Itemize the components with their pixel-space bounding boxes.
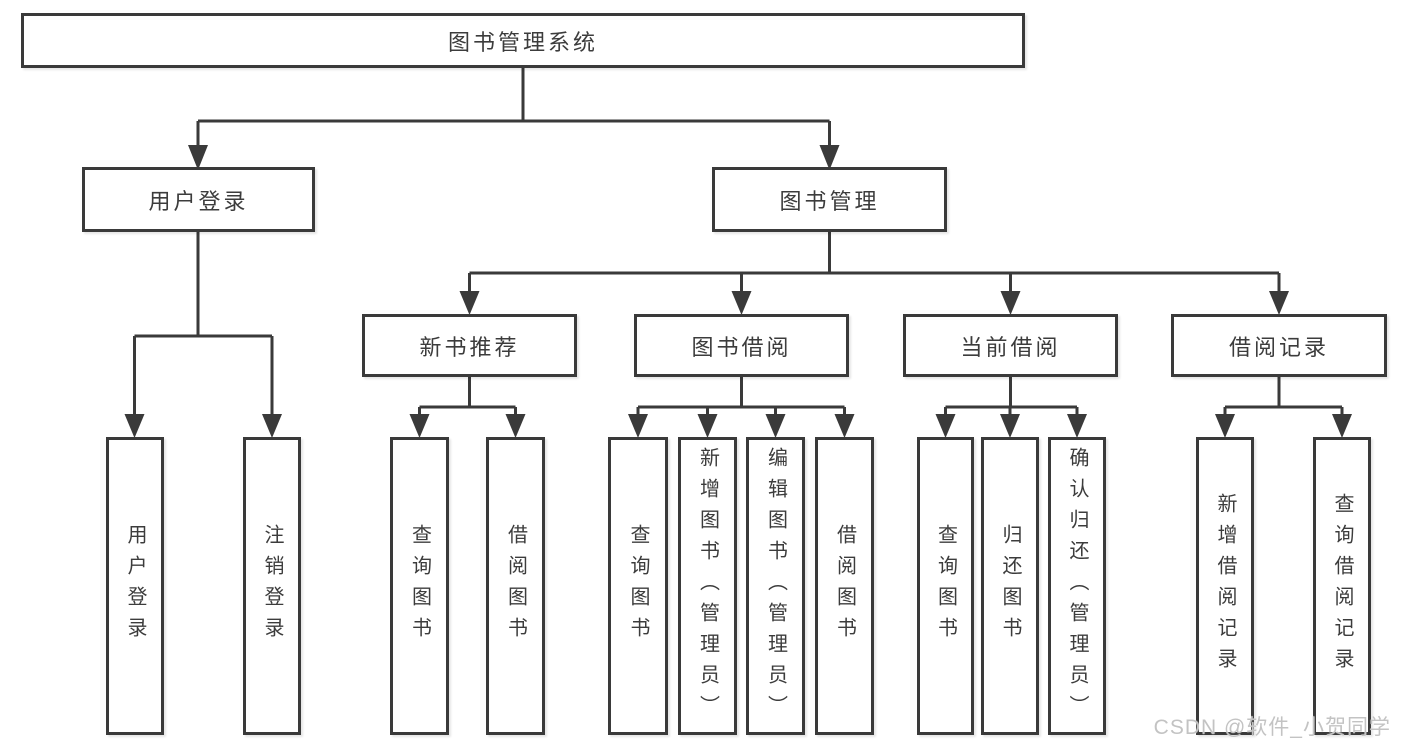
leaf-query-books-borrowing: 查询图书: [608, 437, 668, 735]
node-book-management-system: 图书管理系统: [21, 13, 1025, 68]
csdn-watermark: CSDN @软件_小贺同学: [1153, 716, 1391, 739]
leaf-query-books-current: 查询图书: [917, 437, 974, 735]
leaf-logout: 注销登录: [243, 437, 301, 735]
leaf-return-book: 归还图书: [981, 437, 1039, 735]
leaf-borrow-books-recommend: 借阅图书: [486, 437, 545, 735]
leaf-add-borrow-record: 新增借阅记录: [1196, 437, 1254, 735]
node-book-borrowing: 图书借阅: [634, 314, 849, 377]
leaf-confirm-return-admin: 确认归还（管理员）: [1048, 437, 1106, 735]
node-current-borrowing: 当前借阅: [903, 314, 1118, 377]
node-new-book-recommend: 新书推荐: [362, 314, 577, 377]
leaf-edit-book-admin: 编辑图书（管理员）: [746, 437, 805, 735]
node-book-management: 图书管理: [712, 167, 947, 232]
leaf-query-borrow-record: 查询借阅记录: [1313, 437, 1371, 735]
arrowhead-icons: [124, 145, 1352, 438]
leaf-user-login: 用户登录: [106, 437, 164, 735]
node-user-login: 用户登录: [82, 167, 315, 232]
leaf-query-books-recommend: 查询图书: [390, 437, 449, 735]
leaf-borrow-books: 借阅图书: [815, 437, 874, 735]
node-borrowing-records: 借阅记录: [1171, 314, 1387, 377]
leaf-add-book-admin: 新增图书（管理员）: [678, 437, 737, 735]
